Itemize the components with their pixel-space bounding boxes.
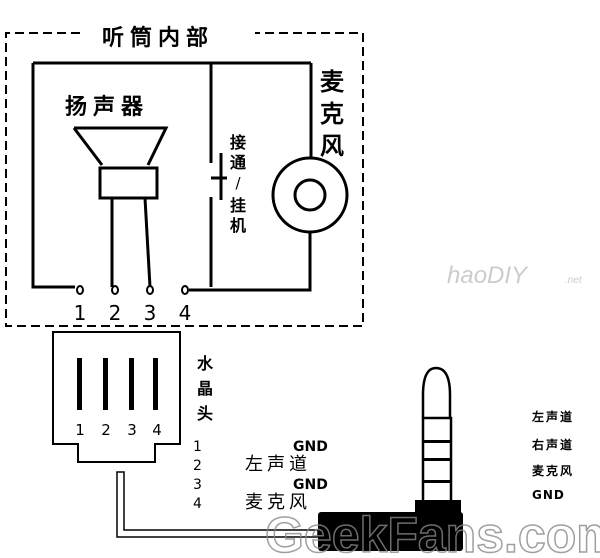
pin-map-signal: 左声道 <box>245 454 311 475</box>
terminal-2 <box>111 285 119 295</box>
speaker-magnet <box>98 166 159 200</box>
speaker-cone <box>72 126 169 166</box>
mic-outer <box>271 156 349 234</box>
pin-map-pin: 2 <box>193 458 202 474</box>
terminal-3 <box>146 285 154 295</box>
watermark-haodiy: haoDIY <box>447 262 529 289</box>
pin-map-signal: 麦克风 <box>245 492 311 513</box>
rj-pin-4 <box>153 358 158 410</box>
trrs-ring-3 <box>423 480 451 483</box>
trrs-ring-2 <box>423 458 451 461</box>
speaker-wires <box>110 197 152 288</box>
handset-boundary <box>5 32 364 327</box>
pin-map-pin: 3 <box>193 477 202 493</box>
terminal-1 <box>76 285 84 295</box>
trrs-collar <box>415 500 461 514</box>
speaker-label: 扬声器 <box>65 94 150 120</box>
trrs-tip <box>421 366 452 418</box>
rj-pin-2 <box>103 358 108 410</box>
rj-pin-1 <box>77 358 82 410</box>
pin-map-signal: GND <box>293 439 328 455</box>
terminal-4 <box>181 285 189 295</box>
rj-pin-3 <box>129 358 134 410</box>
pin-map-signal: GND <box>293 477 328 493</box>
mic-inner <box>293 178 327 212</box>
trrs-body <box>318 512 463 551</box>
hook-switch <box>211 153 227 200</box>
pin-map-pin: 1 <box>193 439 202 455</box>
handset-title: 听筒内部 <box>98 27 219 49</box>
svg-text:.net: .net <box>565 275 583 286</box>
wire-mic <box>189 63 313 292</box>
pin-map-pin: 4 <box>193 496 202 512</box>
watermark-geekfans: GeekFans.com <box>265 507 600 558</box>
wire-left <box>31 61 311 289</box>
rj-plug-body <box>52 331 181 463</box>
trrs-ring-1 <box>423 440 451 443</box>
